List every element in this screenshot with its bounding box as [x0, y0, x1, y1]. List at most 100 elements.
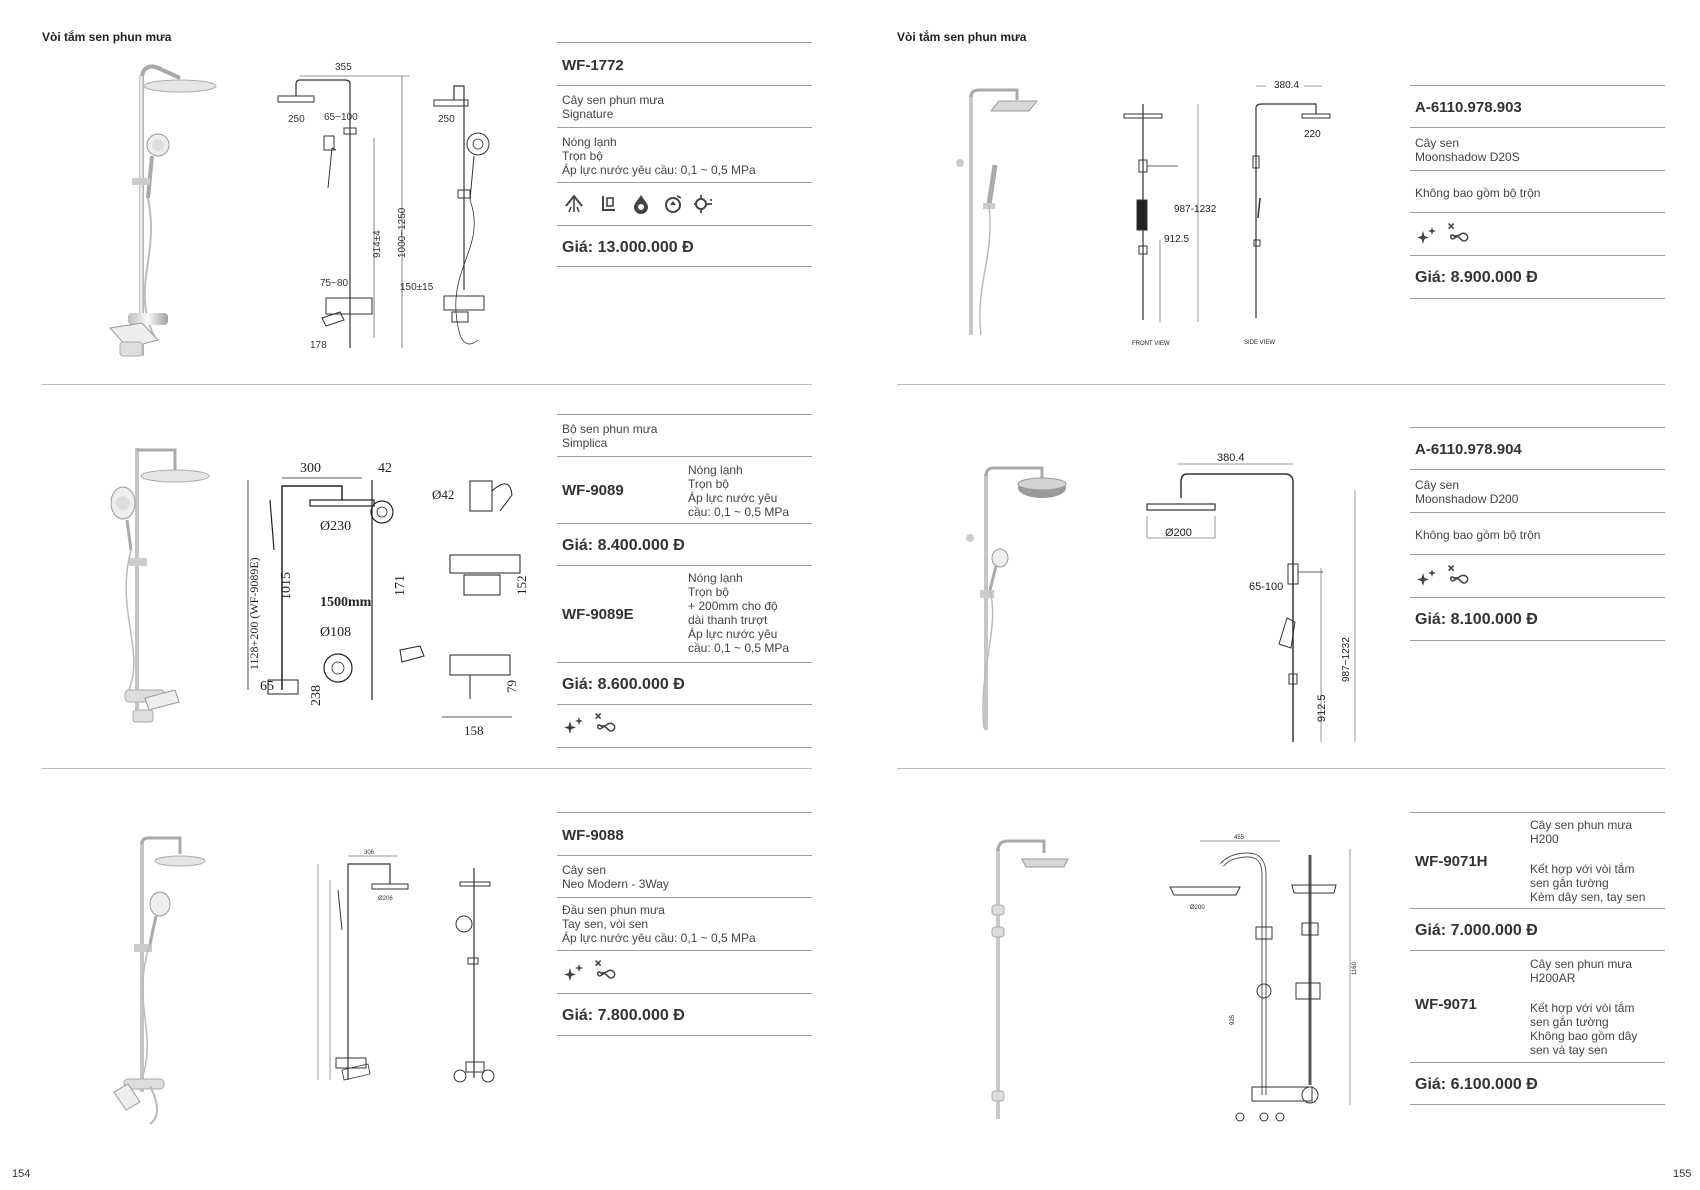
spec-line: sen và tay sen	[1530, 1043, 1608, 1057]
dimension-drawing-wf1772-front: 355 250 65~100 1000~1250 914±4 75~80 178	[277, 62, 410, 351]
dim-925: 925	[1230, 1014, 1236, 1025]
right-section-title: Vòi tắm sen phun mưa	[897, 30, 1027, 44]
series-line: Bộ sen phun mưa	[562, 422, 658, 436]
spec-line: Không bao gồm bộ trộn	[1415, 186, 1541, 200]
spec-line: Áp lực nước yêu	[688, 491, 778, 505]
dim-380-4-b: 380.4	[1217, 452, 1245, 464]
table-rule	[557, 993, 812, 994]
model-name: WF-1772	[562, 57, 624, 74]
dim-250: 250	[288, 114, 305, 125]
spec-line: Nóng lạnh	[688, 571, 743, 585]
price: Giá: 7.800.000 Đ	[562, 1007, 685, 1024]
dim-65-100-b: 65-100	[1249, 581, 1283, 593]
side-view-drawing-a6110-903: 380.4 220 SIDE VIEW	[1244, 80, 1331, 346]
table-rule	[557, 266, 812, 267]
price: Giá: 7.000.000 Đ	[1415, 922, 1538, 939]
dim-306: 306	[364, 850, 375, 856]
sparkle-icon	[564, 964, 583, 981]
price: Giá: 8.400.000 Đ	[562, 537, 685, 554]
left-page-number: 154	[12, 1168, 31, 1180]
dim-65-100: 65~100	[324, 112, 358, 123]
hot-cold-drop-icon	[634, 195, 648, 214]
table-rule	[557, 85, 812, 86]
spec-line: Kết hợp với vòi tắm	[1530, 1001, 1635, 1015]
table-rule	[1410, 640, 1665, 641]
dim-230: Ø230	[320, 519, 351, 534]
product-name-line: Moonshadow D200	[1415, 492, 1519, 506]
table-rule	[1410, 554, 1665, 555]
dim-455: 455	[1234, 835, 1245, 841]
product-photo-wf1772	[109, 64, 217, 357]
table-rule	[1410, 212, 1665, 213]
spec-line: H200	[1530, 832, 1559, 846]
table-rule	[557, 414, 812, 415]
right-page-number: 155	[1673, 1168, 1692, 1180]
price: Giá: 8.600.000 Đ	[562, 676, 685, 693]
table-rule	[557, 225, 812, 226]
product-name-line: Cây sen phun mưa	[562, 93, 665, 107]
spec-line: Cây sen phun mưa	[1530, 957, 1633, 971]
front-view-drawing-a6110-903: 987-1232 912.5 FRONT VIEW	[1123, 104, 1217, 347]
dimension-drawing-wf9089-mixer: Ø42 152 79 158	[432, 480, 529, 738]
spec-line: Trọn bộ	[688, 477, 729, 491]
dim-914: 914±4	[372, 230, 383, 258]
price: Giá: 6.100.000 Đ	[1415, 1076, 1538, 1093]
sparkle-icon	[564, 717, 583, 734]
spec-table-wf1772: WF-1772 Cây sen phun mưa Signature Nóng …	[557, 42, 812, 267]
rain-shower-icon	[565, 194, 583, 213]
sparkle-icon	[1417, 569, 1436, 586]
model-name: WF-9089E	[562, 606, 634, 623]
table-rule	[1410, 170, 1665, 171]
table-rule	[557, 565, 812, 566]
series-line: Simplica	[562, 436, 608, 450]
side-view-label: SIDE VIEW	[1244, 340, 1275, 346]
dim-ph200: Ø200	[1165, 527, 1192, 539]
table-rule	[557, 523, 812, 524]
spec-line: dài thanh trượt	[688, 613, 768, 627]
table-rule	[1410, 127, 1665, 128]
dimension-drawing-wf9089: 300 Ø230 1128+200 (WF-9089E) 1015 1500mm…	[247, 461, 425, 706]
dim-158: 158	[464, 723, 484, 738]
table-rule	[1410, 812, 1665, 813]
table-rule	[557, 182, 812, 183]
dim-1500mm: 1500mm	[320, 595, 372, 610]
left-divider-1	[42, 384, 812, 385]
mixer-icon	[602, 196, 615, 211]
dim-42-circle: Ø42	[432, 487, 454, 502]
spec-line: Áp lực nước yêu cầu: 0,1 ~ 0,5 MPa	[562, 931, 756, 945]
spec-table-wf9088: WF-9088 Cây sen Neo Modern - 3Way Đầu se…	[557, 812, 812, 1037]
dim-220: 220	[1304, 129, 1321, 140]
spec-line: cầu: 0,1 ~ 0,5 MPa	[688, 505, 790, 519]
spec-line: Nóng lạnh	[688, 463, 743, 477]
price: Giá: 8.100.000 Đ	[1415, 611, 1538, 628]
spec-line: sen gắn tường	[1530, 1015, 1609, 1029]
table-rule	[557, 127, 812, 128]
dim-355: 355	[335, 62, 352, 73]
sparkle-icon	[1417, 227, 1436, 244]
gear-valve-icon	[694, 195, 712, 213]
spec-table-a6110-904: A-6110.978.904 Cây sen Moonshadow D200 K…	[1410, 427, 1665, 643]
dim-238: 238	[309, 685, 324, 706]
table-rule	[1410, 85, 1665, 86]
model-name: WF-9089	[562, 482, 624, 499]
spec-line: Trọn bộ	[562, 149, 603, 163]
table-rule	[1410, 469, 1665, 470]
front-view-label: FRONT VIEW	[1132, 341, 1170, 347]
right-divider-1	[897, 384, 1665, 385]
spec-line: Trọn bộ	[688, 585, 729, 599]
dimension-drawing-wf1772-side: 250 150±15	[400, 85, 490, 345]
dim-ph200-b: Ø200	[1190, 905, 1205, 911]
left-divider-2	[42, 768, 812, 769]
dim-171: 171	[393, 575, 408, 596]
dim-912-5-b: 912.5	[1316, 694, 1328, 722]
spec-line: cầu: 0,1 ~ 0,5 MPa	[688, 641, 790, 655]
dimension-drawing-wf9088-side	[453, 868, 495, 1083]
product-name-line: Neo Modern - 3Way	[562, 877, 669, 891]
table-rule	[1410, 512, 1665, 513]
dim-65: 65	[260, 679, 274, 694]
table-rule	[557, 747, 812, 748]
dim-108: Ø108	[320, 625, 351, 640]
table-rule	[557, 897, 812, 898]
dim-300: 300	[300, 461, 321, 476]
spec-table-wf9071: WF-9071H Cây sen phun mưa H200 Kết hợp v…	[1410, 812, 1665, 1105]
